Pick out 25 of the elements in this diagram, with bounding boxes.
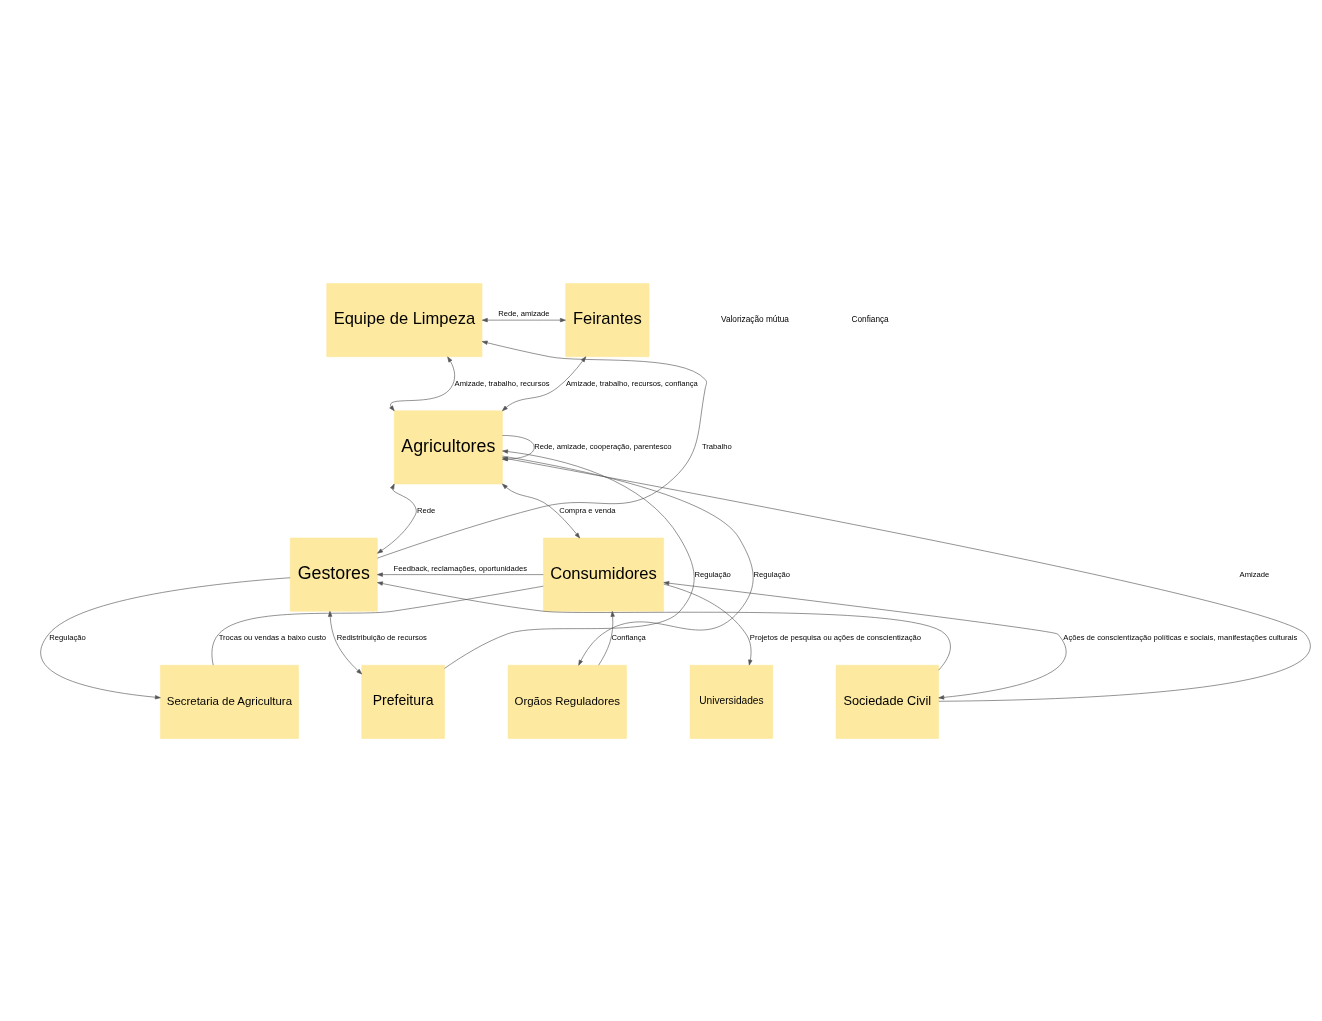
arrow [328, 610, 363, 674]
arrow [377, 340, 707, 558]
arrow [40, 576, 291, 699]
arrow [377, 572, 544, 577]
node-box: Gestores [289, 537, 378, 612]
arrow [377, 483, 417, 554]
node-box: Universidades [689, 664, 774, 739]
arrow [663, 580, 1067, 699]
node-box: Secretaria de Agricultura [160, 664, 299, 739]
node-box: Agricultores [393, 409, 503, 484]
node-box: Feirantes [565, 282, 650, 357]
arrow [502, 483, 581, 538]
node-box: Equipe de Limpeza [326, 282, 483, 357]
arrow [502, 355, 587, 411]
node-box: Orgãos Reguladores [507, 664, 627, 739]
arrow [389, 356, 455, 411]
arrow [598, 610, 615, 665]
arrow [444, 448, 695, 669]
node-box: Consumidores [543, 537, 664, 612]
node-box: Prefeitura [361, 664, 445, 739]
arrow [481, 317, 566, 322]
arrow [663, 583, 753, 665]
node-box: Sociedade Civil [835, 664, 939, 739]
connector [211, 585, 544, 665]
arrow [377, 580, 951, 670]
